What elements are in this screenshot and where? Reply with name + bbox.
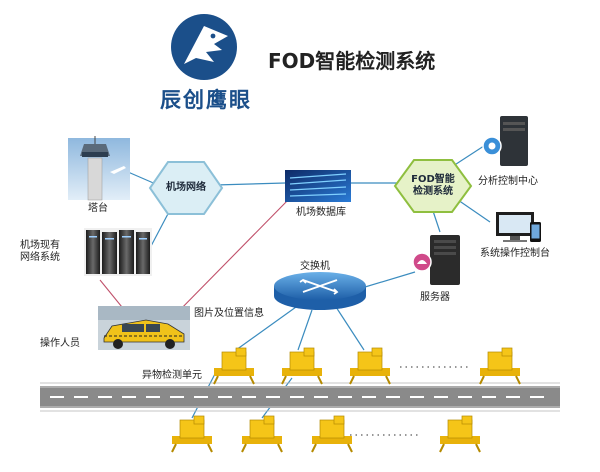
database-icon (285, 170, 351, 202)
tower-icon (68, 136, 130, 201)
link-network-database (214, 182, 286, 186)
system-title: FOD智能检测系统 (268, 49, 436, 73)
switch-label: 交换机 (300, 261, 330, 272)
airport-database-label: 机场数据库 (296, 207, 346, 218)
airport-network-label: 机场网络 (166, 182, 206, 193)
dotted-separators (350, 366, 470, 436)
server-label: 服务器 (420, 292, 450, 303)
detection-unit-upper-2 (281, 347, 323, 385)
detection-unit-lower-3 (311, 415, 353, 453)
operation-console-label: 系统操作控制台 (480, 248, 550, 259)
brand-name: 辰创鹰眼 (160, 88, 252, 112)
link-database-operator (171, 197, 291, 319)
link-switch-unit-3 (335, 306, 365, 351)
server-racks-icon (84, 228, 152, 276)
fod-system-hex (393, 159, 473, 213)
server-icon (412, 235, 460, 285)
operator-icon (98, 306, 190, 350)
image-position-label: 图片及位置信息 (194, 308, 264, 319)
operator-label: 操作人员 (40, 338, 80, 349)
link-switch-unit-1 (235, 306, 297, 351)
console-monitor-icon (496, 212, 541, 242)
detection-unit-lower-2 (241, 415, 283, 453)
existing-network-label: 机场现有 网络系统 (20, 240, 60, 263)
link-switch-unit-2 (297, 309, 313, 351)
tower-label: 塔台 (88, 203, 108, 214)
detection-unit-upper-4 (479, 347, 521, 385)
analysis-server-icon (482, 116, 528, 166)
detection-unit-lower-1 (171, 415, 213, 453)
detection-unit-label: 异物检测单元 (142, 370, 202, 381)
detection-unit-upper-1 (213, 347, 255, 385)
airport-network-hex (148, 161, 224, 215)
switch-icon (274, 272, 366, 310)
runway (40, 382, 560, 412)
detection-unit-upper-3 (349, 347, 391, 385)
detection-unit-lower-4 (439, 415, 481, 453)
analysis-center-label: 分析控制中心 (478, 176, 538, 187)
link-existing-network (149, 209, 171, 249)
link-fod-console (457, 199, 491, 223)
fod-system-label: FOD智能 检测系统 (411, 174, 455, 197)
brand-logo (171, 14, 237, 80)
